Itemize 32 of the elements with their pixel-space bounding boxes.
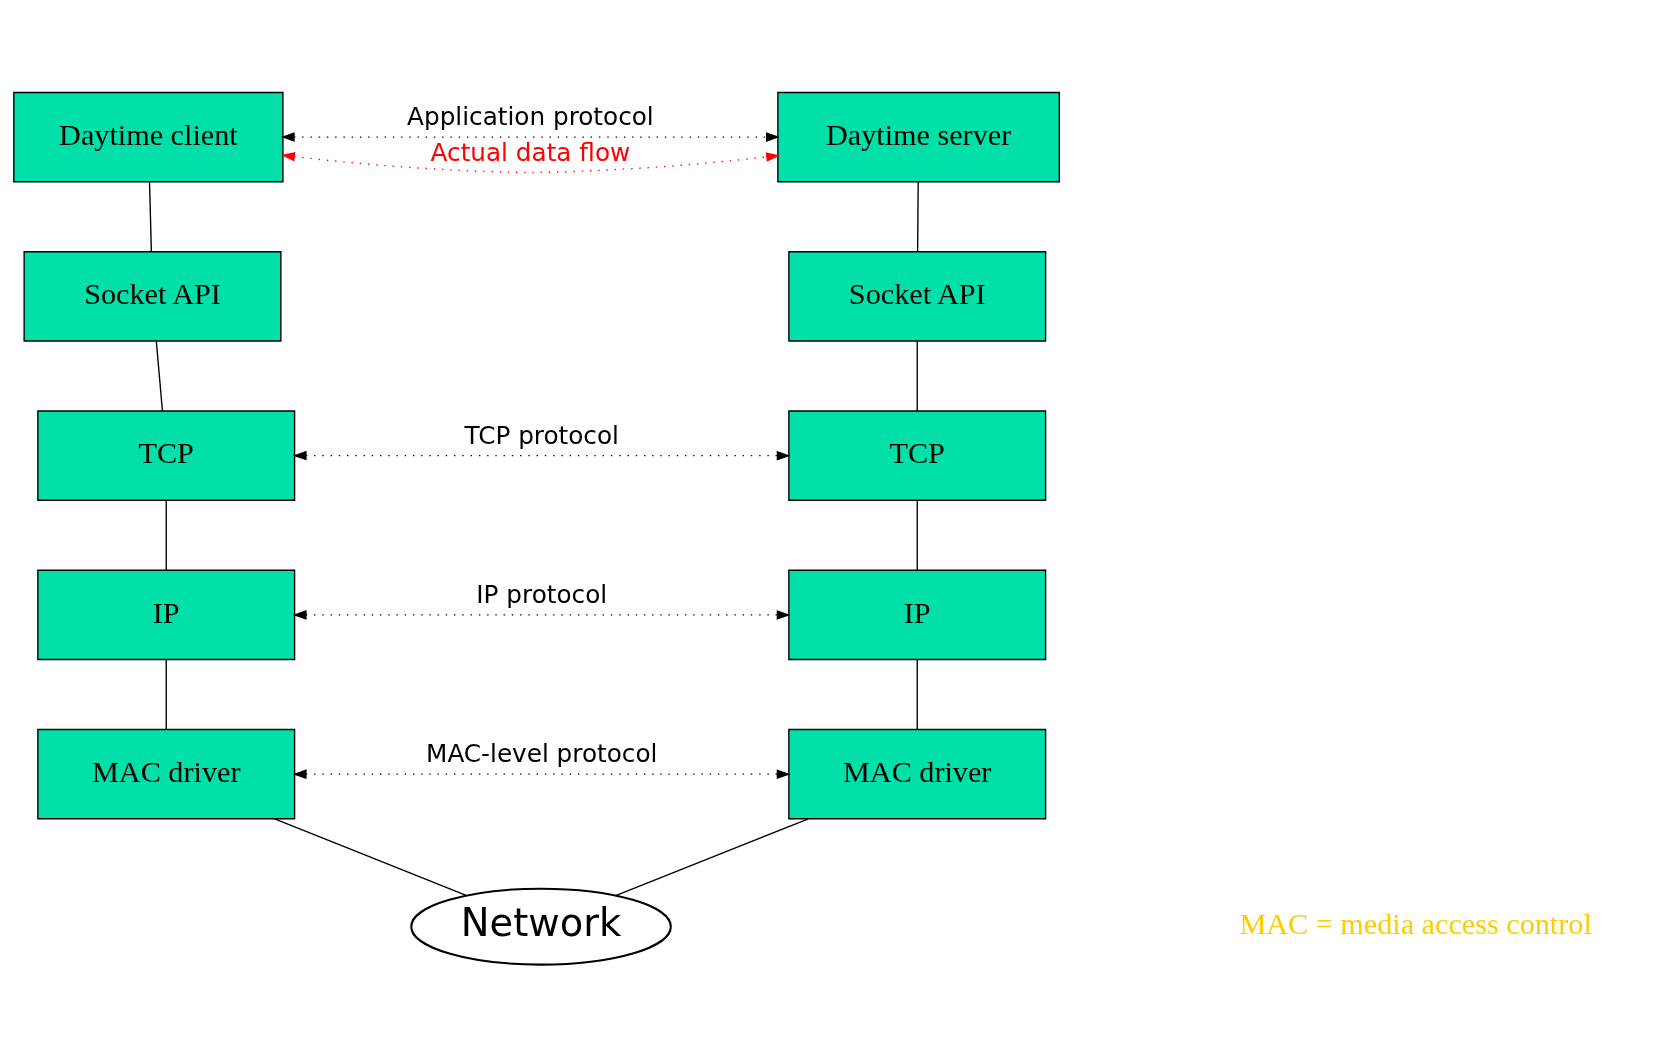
node-box: Daytime client xyxy=(13,91,284,183)
connector xyxy=(165,499,167,571)
connector xyxy=(916,181,919,253)
arrow xyxy=(280,132,780,142)
node-box: MAC driver xyxy=(37,728,296,820)
connector xyxy=(614,818,810,897)
edge-label: IP protocol xyxy=(476,580,608,610)
node-box: Socket API xyxy=(23,251,282,342)
node-box: TCP xyxy=(37,410,296,501)
edge-label: TCP protocol xyxy=(464,420,619,450)
arrow xyxy=(281,151,780,174)
connector xyxy=(165,659,167,731)
connector xyxy=(273,818,467,897)
node-box: IP xyxy=(37,569,296,661)
arrow xyxy=(292,450,791,461)
arrow xyxy=(292,610,791,620)
edge-label: Actual data flow xyxy=(430,138,631,167)
connector xyxy=(148,181,153,253)
node-ellipse: Network xyxy=(410,887,672,966)
node-box: Daytime server xyxy=(777,91,1060,183)
node-box: IP xyxy=(788,569,1047,661)
connector xyxy=(916,340,918,412)
node-box: TCP xyxy=(788,410,1047,501)
edge-label: Application protocol xyxy=(407,102,654,132)
arrow xyxy=(292,769,791,779)
edge-label: MAC-level protocol xyxy=(426,739,658,769)
connector xyxy=(916,499,918,571)
node-box: MAC driver xyxy=(788,728,1047,820)
label: MAC = media access control xyxy=(1239,907,1592,942)
connector xyxy=(916,659,918,731)
connector xyxy=(155,340,164,412)
node-box: Socket API xyxy=(788,251,1047,342)
